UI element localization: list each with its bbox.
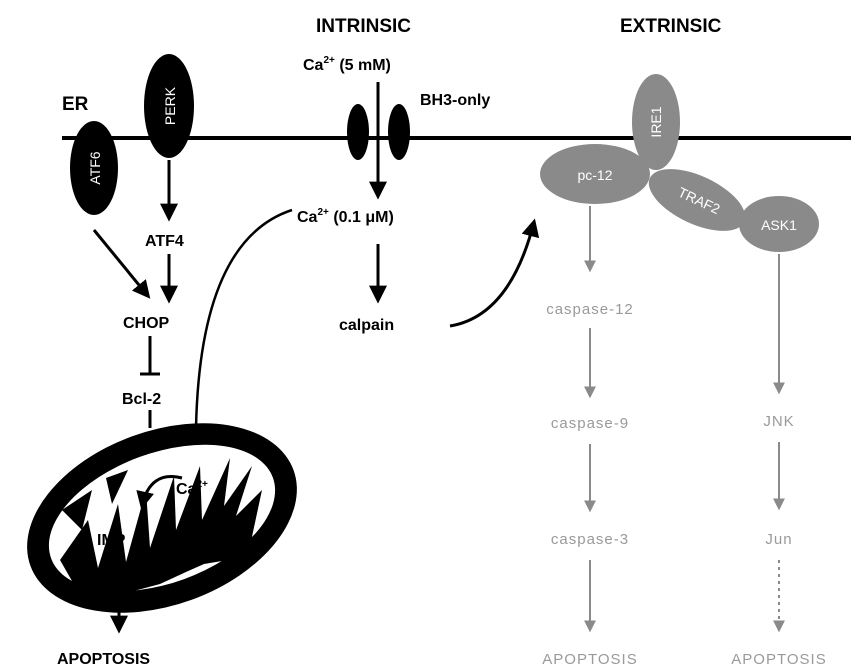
curve-ca-mitochondrion xyxy=(196,210,292,428)
arrow-calpain-pc12 xyxy=(450,222,534,326)
arrow-atf6-chop xyxy=(94,230,148,296)
jun-label: Jun xyxy=(765,531,792,548)
calpain-label: calpain xyxy=(339,317,394,334)
ask1-label: ASK1 xyxy=(761,217,797,233)
ion-channel-right xyxy=(388,104,410,160)
imp-label: IMP xyxy=(97,532,126,549)
ion-channel-left xyxy=(347,104,369,160)
intrinsic-header: INTRINSIC xyxy=(316,16,411,37)
er-label: ER xyxy=(62,94,89,115)
jnk-label: JNK xyxy=(763,413,794,430)
ca-high-label: Ca2+ (5 mM) xyxy=(303,55,391,74)
chop-label: CHOP xyxy=(123,315,170,332)
perk-label: PERK xyxy=(162,86,178,125)
atf6-label: ATF6 xyxy=(87,151,103,184)
atf4-label: ATF4 xyxy=(145,233,184,250)
apoptosis-jnk-label: APOPTOSIS xyxy=(731,651,826,668)
caspase9-label: caspase-9 xyxy=(551,415,629,432)
mitochondrion xyxy=(1,388,324,647)
caspase12-label: caspase-12 xyxy=(546,301,634,318)
apoptosis-left-label: APOPTOSIS xyxy=(57,651,150,668)
apoptosis-caspase-label: APOPTOSIS xyxy=(542,651,637,668)
bcl2-label: Bcl-2 xyxy=(122,391,161,408)
caspase3-label: caspase-3 xyxy=(551,531,629,548)
bh3-only-label: BH3-only xyxy=(420,92,490,109)
pc12-label: pc-12 xyxy=(577,167,612,183)
extrinsic-header: EXTRINSIC xyxy=(620,16,722,37)
ca-low-label: Ca2+ (0.1 μM) xyxy=(297,207,394,226)
ire1-label: IRE1 xyxy=(648,106,664,137)
